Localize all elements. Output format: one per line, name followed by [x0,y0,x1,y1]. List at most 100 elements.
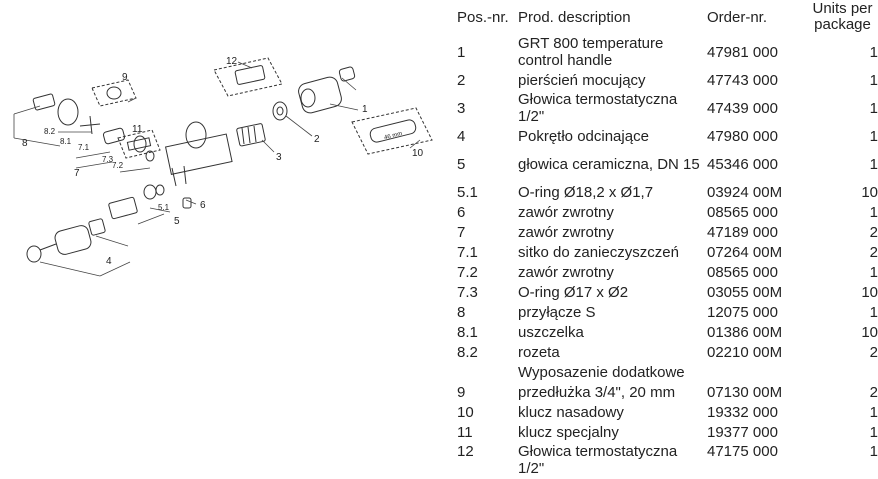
callout-11: 11 [132,124,143,135]
accessories-heading: Wyposazenie dodatkowe [518,363,685,381]
cell-pos: 8 [457,303,466,321]
cell-order-number: 03924 00M [707,183,783,201]
parts-table: Pos.-nr. Prod. description Order-nr. Uni… [457,0,878,479]
socket-wrench-box [351,107,433,155]
cell-units: 1 [869,423,878,441]
cell-description: Głowica termostatyczna 1/2" [518,443,678,477]
cell-order-number: 03055 00M [707,283,783,301]
callout-12: 12 [226,56,238,67]
cell-pos: 4 [457,127,466,145]
table-row: 7.1 sitko do zanieczyszczeń 07264 00M 2 [457,242,878,262]
table-row: 7.3 O-ring Ø17 x Ø2 03055 00M 10 [457,282,878,302]
cell-description: klucz nasadowy [518,403,624,421]
header-pos: Pos.-nr. [457,8,509,26]
cell-order-number: 47980 000 [707,127,778,145]
check-valve-part [102,127,155,162]
table-row: 11 klucz specjalny 19377 000 1 [457,422,878,442]
callout-8-2: 8.2 [44,127,56,136]
thermostat-body [164,121,233,187]
cell-pos: 9 [457,383,466,401]
table-row: 8 przyłącze S 12075 000 1 [457,302,878,322]
cell-units: 1 [869,71,878,89]
cell-units: 1 [869,43,878,61]
cell-description: O-ring Ø17 x Ø2 [518,283,629,301]
cell-units: 1 [869,127,878,145]
cell-pos: 12 [457,443,474,460]
cell-order-number: 19377 000 [707,423,778,441]
cell-pos: 2 [457,71,466,89]
table-header-row: Pos.-nr. Prod. description Order-nr. Uni… [457,0,878,34]
cell-description: O-ring Ø18,2 x Ø1,7 [518,183,654,201]
cell-pos: 7.3 [457,283,478,301]
accessory-cartridge-box [213,57,283,97]
cell-order-number: 01386 00M [707,323,783,341]
callout-7-3: 7.3 [102,155,114,164]
cell-description: klucz specjalny [518,423,619,441]
callout-10: 10 [412,148,424,159]
callout-3: 3 [276,152,282,163]
header-units: Units per package [812,0,873,33]
cell-pos: 7 [457,223,466,241]
cartridge-part [236,123,266,147]
cell-units: 1 [869,263,878,281]
check-valve-6-part [182,197,192,209]
callout-2: 2 [314,134,320,145]
cell-units: 10 [861,183,878,201]
cell-units: 2 [869,383,878,401]
cell-units: 10 [861,323,878,341]
cell-order-number: 47189 000 [707,223,778,241]
cell-order-number: 19332 000 [707,403,778,421]
cell-description: GRT 800 temperature control handle [518,35,664,69]
table-row: 6 zawór zwrotny 08565 000 1 [457,202,878,222]
callout-5: 5 [174,216,180,227]
callout-7: 7 [74,168,80,179]
cell-pos: 6 [457,203,466,221]
table-row: 12 Głowica termostatyczna 1/2" 47175 000… [457,442,878,479]
cell-order-number: 08565 000 [707,203,778,221]
cell-order-number: 12075 000 [707,303,778,321]
callout-7-1: 7.1 [78,143,90,152]
cell-order-number: 47743 000 [707,71,778,89]
cell-description: Pokrętło odcinające [518,127,649,145]
cell-pos: 11 [457,423,473,441]
callout-8-1: 8.1 [60,137,72,146]
cell-description: uszczelka [518,323,584,341]
table-row: 4 Pokrętło odcinające 47980 000 1 [457,126,878,146]
cell-order-number: 47439 000 [707,99,778,117]
table-row: 5 głowica ceramiczna, DN 15 45346 000 1 [457,146,878,182]
section-heading-row: Wyposazenie dodatkowe [457,362,878,382]
leader-lines [13,61,421,277]
cell-pos: 8.2 [457,343,478,361]
cell-pos: 5 [457,155,466,173]
table-row: 7.2 zawór zwrotny 08565 000 1 [457,262,878,282]
cell-description: przedłużka 3/4", 20 mm [518,383,676,401]
special-key-box [117,129,161,159]
header-description: Prod. description [518,8,631,26]
cell-pos: 7.1 [457,243,478,261]
cell-units: 2 [869,243,878,261]
retaining-ring-part [272,101,288,121]
cell-description: zawór zwrotny [518,263,614,281]
shutoff-handle-part [26,218,106,263]
callout-8: 8 [22,138,28,149]
table-row: 7 zawór zwrotny 47189 000 2 [457,222,878,242]
callout-6: 6 [200,200,206,211]
callout-1: 1 [362,104,368,115]
cell-description: zawór zwrotny [518,223,614,241]
cell-order-number: 02210 00M [707,343,783,361]
cell-units: 1 [869,99,878,117]
cell-pos: 5.1 [457,183,478,201]
cell-units: 2 [869,343,878,361]
wrench-size-label: 46 mm [384,131,403,141]
cell-pos: 10 [457,403,474,421]
cell-pos: 7.2 [457,263,478,281]
cell-description: pierścień mocujący [518,71,646,89]
callout-4: 4 [106,256,112,267]
cell-description: rozeta [518,343,560,361]
cell-description: głowica ceramiczna, DN 15 [518,155,700,173]
cell-pos: 1 [457,43,466,61]
cell-description: przyłącze S [518,303,596,321]
extension-box [91,79,137,107]
cell-units: 1 [869,403,878,421]
cell-pos: 8.1 [457,323,478,341]
